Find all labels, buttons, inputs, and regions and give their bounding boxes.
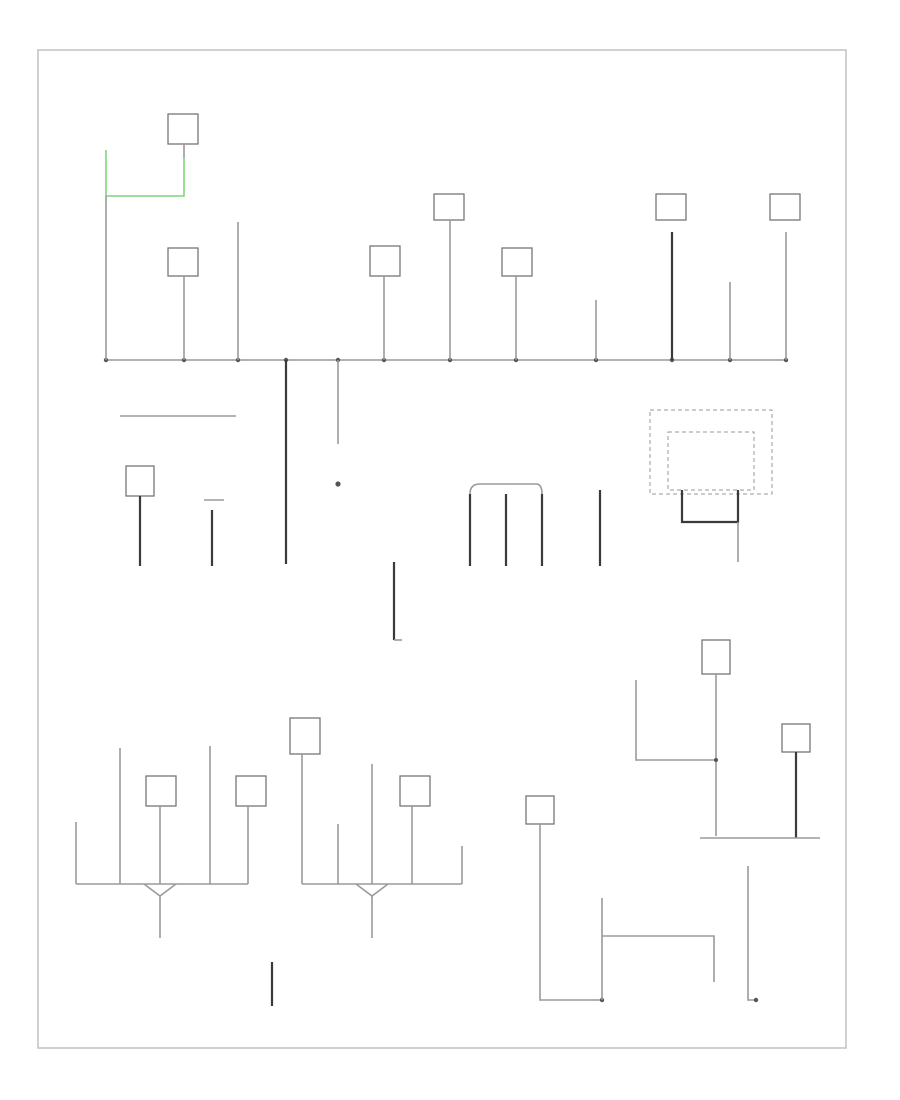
- bottom-middle-cluster: [289, 717, 463, 938]
- top-components: [167, 193, 801, 360]
- green-splice-wires: [105, 150, 185, 197]
- middle-left-group: [120, 415, 236, 566]
- bottom-right-cluster: [525, 639, 820, 1003]
- middle-triple-ground: [468, 483, 602, 566]
- center-ground-stub: [392, 562, 402, 641]
- top-left-connector-box: [167, 113, 199, 145]
- bottom-left-cluster: [75, 746, 267, 938]
- diagram-border: [37, 49, 847, 1049]
- middle-right-module: [649, 409, 773, 562]
- switch-ground-point: [335, 481, 341, 487]
